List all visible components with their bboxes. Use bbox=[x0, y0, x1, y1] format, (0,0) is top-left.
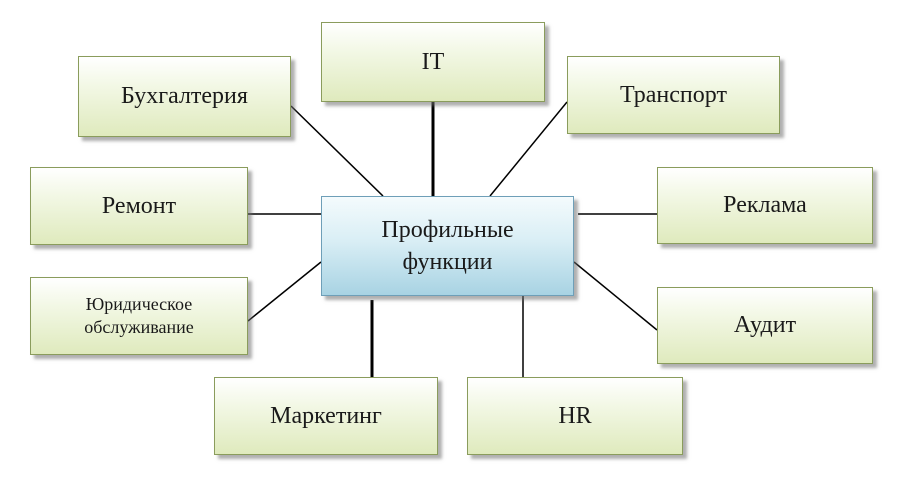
connector-legal bbox=[247, 261, 322, 322]
node-it: IT bbox=[321, 22, 545, 102]
connector-audit bbox=[573, 261, 658, 331]
node-repair-label: Ремонт bbox=[101, 192, 177, 219]
node-marketing: Маркетинг bbox=[214, 377, 438, 455]
node-transport-label: Транспорт bbox=[620, 81, 727, 108]
center-label-line1: Профильные bbox=[381, 216, 514, 243]
node-legal-label-line2: обслуживание bbox=[84, 317, 194, 337]
node-audit: Аудит bbox=[657, 287, 873, 364]
node-hr: HR bbox=[467, 377, 683, 455]
node-accounting: Бухгалтерия bbox=[78, 56, 291, 137]
connector-accounting bbox=[290, 105, 384, 197]
node-advertising: Реклама bbox=[657, 167, 873, 244]
center-label-line2: функции bbox=[402, 249, 493, 275]
node-hr-label: HR bbox=[558, 402, 592, 429]
node-transport: Транспорт bbox=[567, 56, 780, 134]
node-it-label: IT bbox=[421, 48, 445, 75]
node-legal-label-line1: Юридическое bbox=[85, 293, 193, 314]
connector-transport bbox=[489, 101, 568, 197]
node-advertising-label: Реклама bbox=[723, 192, 807, 219]
node-accounting-label: Бухгалтерия bbox=[121, 83, 248, 110]
node-audit-label: Аудит bbox=[733, 312, 797, 339]
center-node-profile-functions: Профильные функции bbox=[321, 196, 574, 296]
node-repair: Ремонт bbox=[30, 167, 248, 245]
node-marketing-label: Маркетинг bbox=[270, 402, 382, 429]
node-legal: Юридическое обслуживание bbox=[30, 277, 248, 355]
